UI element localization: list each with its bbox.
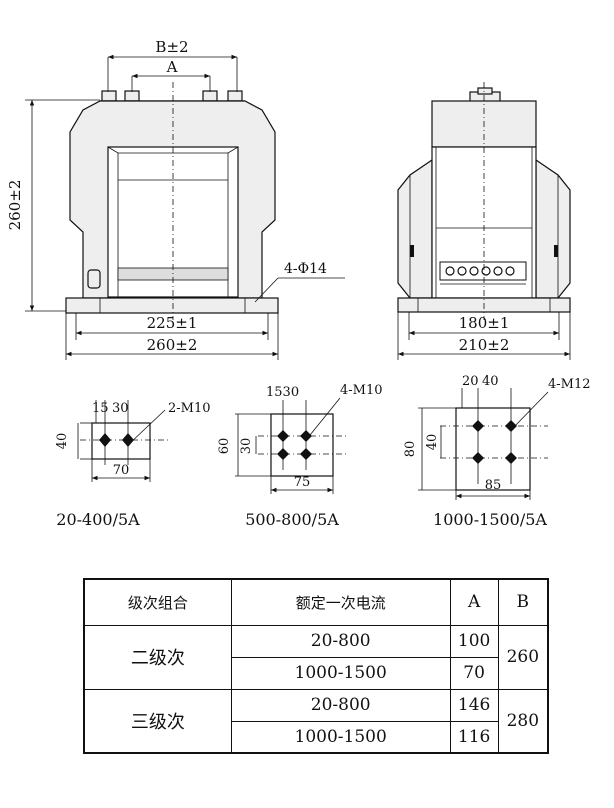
t1-dim-width: 70: [113, 463, 130, 478]
t2-callout: 4-M10: [340, 383, 383, 398]
table-row: 1000-1500 116: [84, 720, 548, 754]
b-cell: 280: [497, 688, 549, 754]
t2-dim-inner: 30: [239, 438, 254, 455]
a-cell: 70: [449, 656, 499, 690]
current-cell: 1000-1500: [230, 720, 451, 754]
side-dim-hole-spacing-label: 180±1: [459, 314, 510, 332]
dim-b-label: B±2: [155, 38, 188, 56]
spec-table: 级次组合 额定一次电流 A B 二级次 20-800 100 260 1000-…: [83, 578, 549, 754]
t1-spacing-b: 30: [112, 401, 129, 416]
dim-a-label: A: [166, 58, 178, 76]
t1-rating: 20-400/5A: [56, 510, 140, 529]
t2-spacing: 1530: [266, 385, 299, 400]
table-row: 1000-1500 70: [84, 656, 548, 690]
t1-callout: 2-M10: [168, 401, 211, 416]
terminal-detail-3: 20 40 4-M12 80 40 85 1000-1500/5A: [403, 374, 591, 529]
a-cell: 116: [449, 720, 499, 754]
t3-dim-inner: 40: [425, 434, 440, 451]
t3-spacing-b: 40: [482, 374, 499, 389]
technical-drawing: B±2 A 260±2 4-Φ14 225±1 260±2: [6, 38, 591, 529]
b-cell: 260: [497, 624, 549, 690]
t2-dim-outer: 60: [217, 438, 232, 455]
t2-rating: 500-800/5A: [245, 510, 339, 529]
t1-dim-height: 40: [55, 433, 70, 450]
current-cell: 20-800: [230, 624, 451, 658]
secondary-terminal-block: [439, 261, 527, 285]
t1-spacing-a: 15: [92, 401, 109, 416]
t3-spacing-a: 20: [462, 374, 479, 389]
t3-rating: 1000-1500/5A: [433, 510, 547, 529]
t3-dim-outer: 80: [403, 441, 418, 458]
mount-holes-label: 4-Φ14: [284, 261, 327, 277]
a-cell: 146: [449, 688, 499, 722]
current-cell: 1000-1500: [230, 656, 451, 690]
table-row: 三级次 20-800 146 280: [83, 688, 549, 754]
table-header-row: 级次组合 额定一次电流 A B: [83, 578, 549, 626]
header-rated-current: 额定一次电流: [230, 578, 451, 626]
group-name: 三级次: [83, 688, 232, 754]
a-cell: 100: [449, 624, 499, 658]
t3-callout: 4-M12: [548, 377, 591, 392]
front-terminals: [100, 90, 245, 102]
terminal-detail-2: 1530 4-M10 60 30 75 500-800/5A: [217, 383, 383, 529]
side-dim-base-width-label: 210±2: [459, 336, 510, 354]
front-base-plate: [65, 297, 279, 314]
side-view: 180±1 210±2: [397, 82, 571, 360]
group-name: 二级次: [83, 624, 232, 690]
front-view: B±2 A 260±2 4-Φ14 225±1 260±2: [6, 38, 345, 360]
current-cell: 20-800: [230, 688, 451, 722]
dim-hole-spacing-label: 225±1: [147, 314, 198, 332]
header-combination: 级次组合: [83, 578, 232, 626]
header-b: B: [497, 578, 549, 626]
t3-dim-width: 85: [485, 478, 502, 493]
dim-height-label: 260±2: [6, 180, 24, 231]
t2-dim-width: 75: [294, 475, 311, 490]
dim-base-width-label: 260±2: [147, 336, 198, 354]
terminal-detail-1: 15 30 2-M10 40 70 20-400/5A: [55, 400, 211, 529]
header-a: A: [449, 578, 499, 626]
table-row: 二级次 20-800 100 260: [83, 624, 549, 690]
